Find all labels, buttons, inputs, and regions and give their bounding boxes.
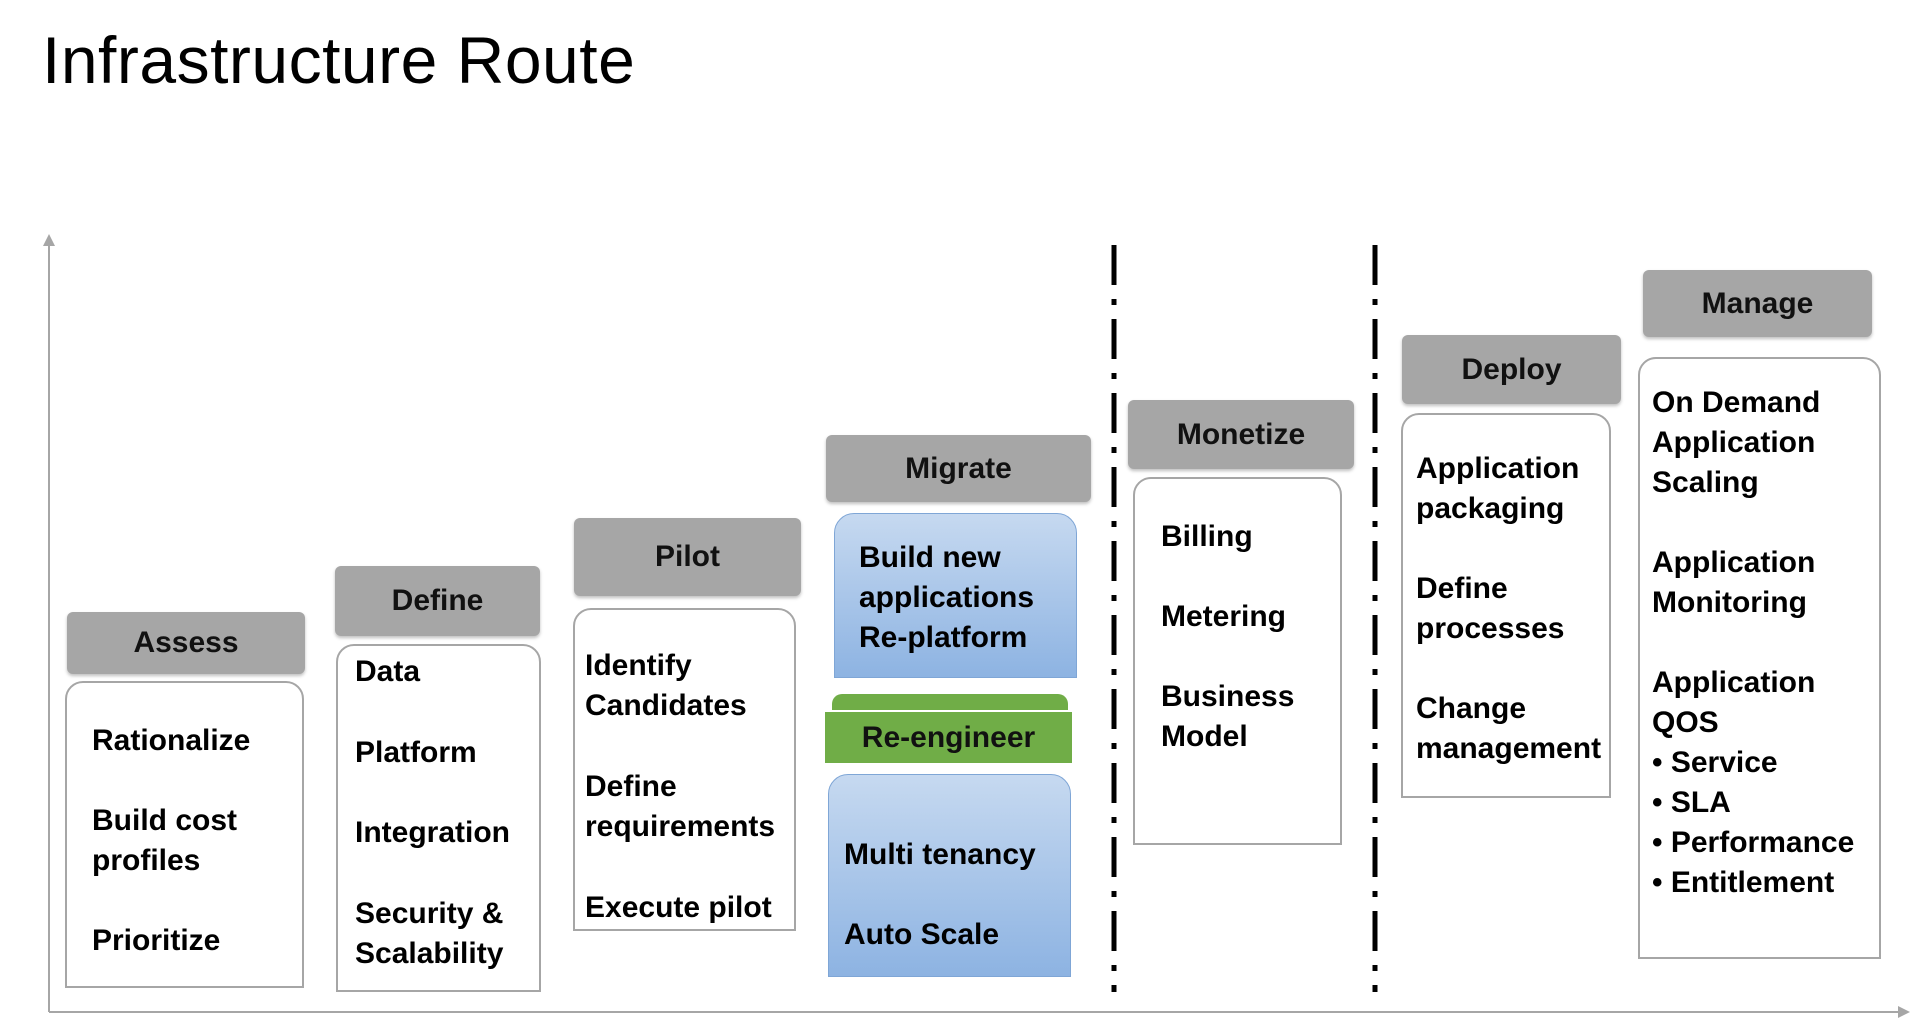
list-item: On Demand Application Scaling xyxy=(1652,386,1821,499)
stage-box-manage: On Demand Application Scaling Applicatio… xyxy=(1638,357,1881,959)
reengineer-label: Re-engineer xyxy=(825,712,1072,763)
stage-header-migrate: Migrate xyxy=(826,435,1091,502)
list-item: Data xyxy=(355,655,421,688)
list-item: Multi tenancy xyxy=(844,838,1036,871)
stage-box-define: Data Platform Integration Security & Sca… xyxy=(336,644,541,992)
y-axis-arrow xyxy=(43,234,55,246)
qos-bullet: • SLA xyxy=(1652,786,1731,819)
qos-bullet: • Service xyxy=(1652,746,1778,779)
qos-bullet: • Entitlement xyxy=(1652,866,1835,899)
list-item: Application Monitoring xyxy=(1652,546,1816,619)
stage-header-assess: Assess xyxy=(67,612,305,674)
list-item: Build new applications Re-platform xyxy=(859,541,1035,654)
list-item: Rationalize xyxy=(92,724,251,757)
reengineer-tab xyxy=(832,694,1068,710)
qos-bullet-label: Service xyxy=(1670,746,1778,779)
qos-bullet-label: Entitlement xyxy=(1670,866,1835,899)
list-item: Define processes xyxy=(1416,572,1565,645)
list-item: Metering xyxy=(1161,600,1287,633)
stage-header-deploy: Deploy xyxy=(1402,335,1621,404)
list-item: Execute pilot xyxy=(585,891,772,924)
qos-bullet: • Performance xyxy=(1652,826,1855,859)
list-item: Define requirements xyxy=(585,770,776,843)
reengineer-box: Multi tenancy Auto Scale xyxy=(828,774,1071,977)
list-item: Platform xyxy=(355,736,477,769)
stage-box-pilot: Identify Candidates Define requirements … xyxy=(573,608,796,931)
x-axis-arrow xyxy=(1898,1006,1910,1018)
list-item: Build cost profiles xyxy=(92,804,238,877)
list-item: Integration xyxy=(355,816,510,849)
qos-bullet-label: Performance xyxy=(1670,826,1855,859)
stage-box-monetize: Billing Metering Business Model xyxy=(1133,477,1342,845)
qos-bullet-label: SLA xyxy=(1670,786,1731,819)
stage-header-manage: Manage xyxy=(1643,270,1872,337)
stage-box-assess: Rationalize Build cost profiles Prioriti… xyxy=(65,681,304,988)
list-item: Business Model xyxy=(1161,680,1295,753)
stage-box-deploy: Application packaging Define processes C… xyxy=(1401,413,1611,798)
list-item: Change management xyxy=(1416,692,1602,765)
list-item: Security & Scalability xyxy=(355,897,504,970)
stage-header-define: Define xyxy=(335,566,540,636)
list-item: Billing xyxy=(1161,520,1253,553)
list-item: Application QOS xyxy=(1652,666,1816,739)
stage-header-monetize: Monetize xyxy=(1128,400,1354,469)
list-item: Application packaging xyxy=(1416,452,1580,525)
stage-header-pilot: Pilot xyxy=(574,518,801,596)
list-item: Prioritize xyxy=(92,924,221,957)
page-title: Infrastructure Route xyxy=(42,23,636,97)
list-item: Auto Scale xyxy=(844,918,1000,951)
list-item: Identify Candidates xyxy=(585,649,747,722)
replatform-box: Build new applications Re-platform xyxy=(834,513,1077,678)
